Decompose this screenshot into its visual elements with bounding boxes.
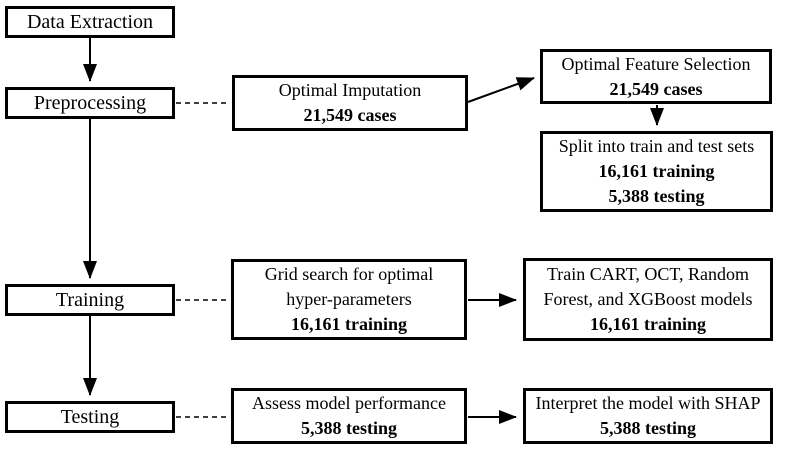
- step-box-interpret-shap: Interpret the model with SHAP 5,388 test…: [523, 388, 773, 444]
- stage-box-data-extraction: Data Extraction: [5, 6, 175, 38]
- step-stat: 16,161 training: [589, 314, 706, 334]
- stage-label: Data Extraction: [26, 10, 154, 33]
- arrow-imputation-to-feature-selection: [467, 77, 535, 103]
- step-title: Split into train and test sets: [558, 136, 755, 156]
- step-box-feature-selection: Optimal Feature Selection 21,549 cases: [540, 49, 772, 104]
- stage-label: Training: [55, 288, 125, 311]
- step-box-optimal-imputation: Optimal Imputation 21,549 cases: [232, 75, 468, 131]
- stage-label: Testing: [60, 405, 120, 428]
- step-stat: 21,549 cases: [303, 105, 397, 125]
- step-stat: 21,549 cases: [609, 78, 703, 99]
- step-box-train-models: Train CART, OCT, Random Forest, and XGBo…: [523, 258, 773, 341]
- step-box-grid-search: Grid search for optimal hyper-parameters…: [231, 259, 467, 340]
- stage-label: Preprocessing: [33, 91, 147, 114]
- step-title-line-1: Train CART, OCT, Random: [546, 264, 750, 284]
- step-stat-testing: 5,388 testing: [608, 186, 705, 206]
- step-title: Assess model performance: [252, 393, 446, 413]
- step-stat-training: 16,161 training: [598, 161, 715, 181]
- step-box-train-test-split: Split into train and test sets 16,161 tr…: [540, 131, 773, 212]
- step-title-line-2: Forest, and XGBoost models: [543, 289, 753, 309]
- step-stat: 16,161 training: [290, 314, 407, 334]
- step-title-line-1: Grid search for optimal: [264, 264, 434, 284]
- step-title: Optimal Imputation: [278, 80, 422, 100]
- step-stat: 5,388 testing: [301, 418, 397, 438]
- step-stat: 5,388 testing: [600, 418, 696, 438]
- stage-box-testing: Testing: [5, 401, 175, 433]
- step-title-line-2: hyper-parameters: [286, 289, 412, 309]
- step-box-assess-performance: Assess model performance 5,388 testing: [231, 388, 467, 444]
- step-title: Interpret the model with SHAP: [535, 393, 761, 413]
- step-title: Optimal Feature Selection: [561, 53, 751, 74]
- stage-box-training: Training: [5, 284, 175, 316]
- stage-box-preprocessing: Preprocessing: [5, 87, 175, 119]
